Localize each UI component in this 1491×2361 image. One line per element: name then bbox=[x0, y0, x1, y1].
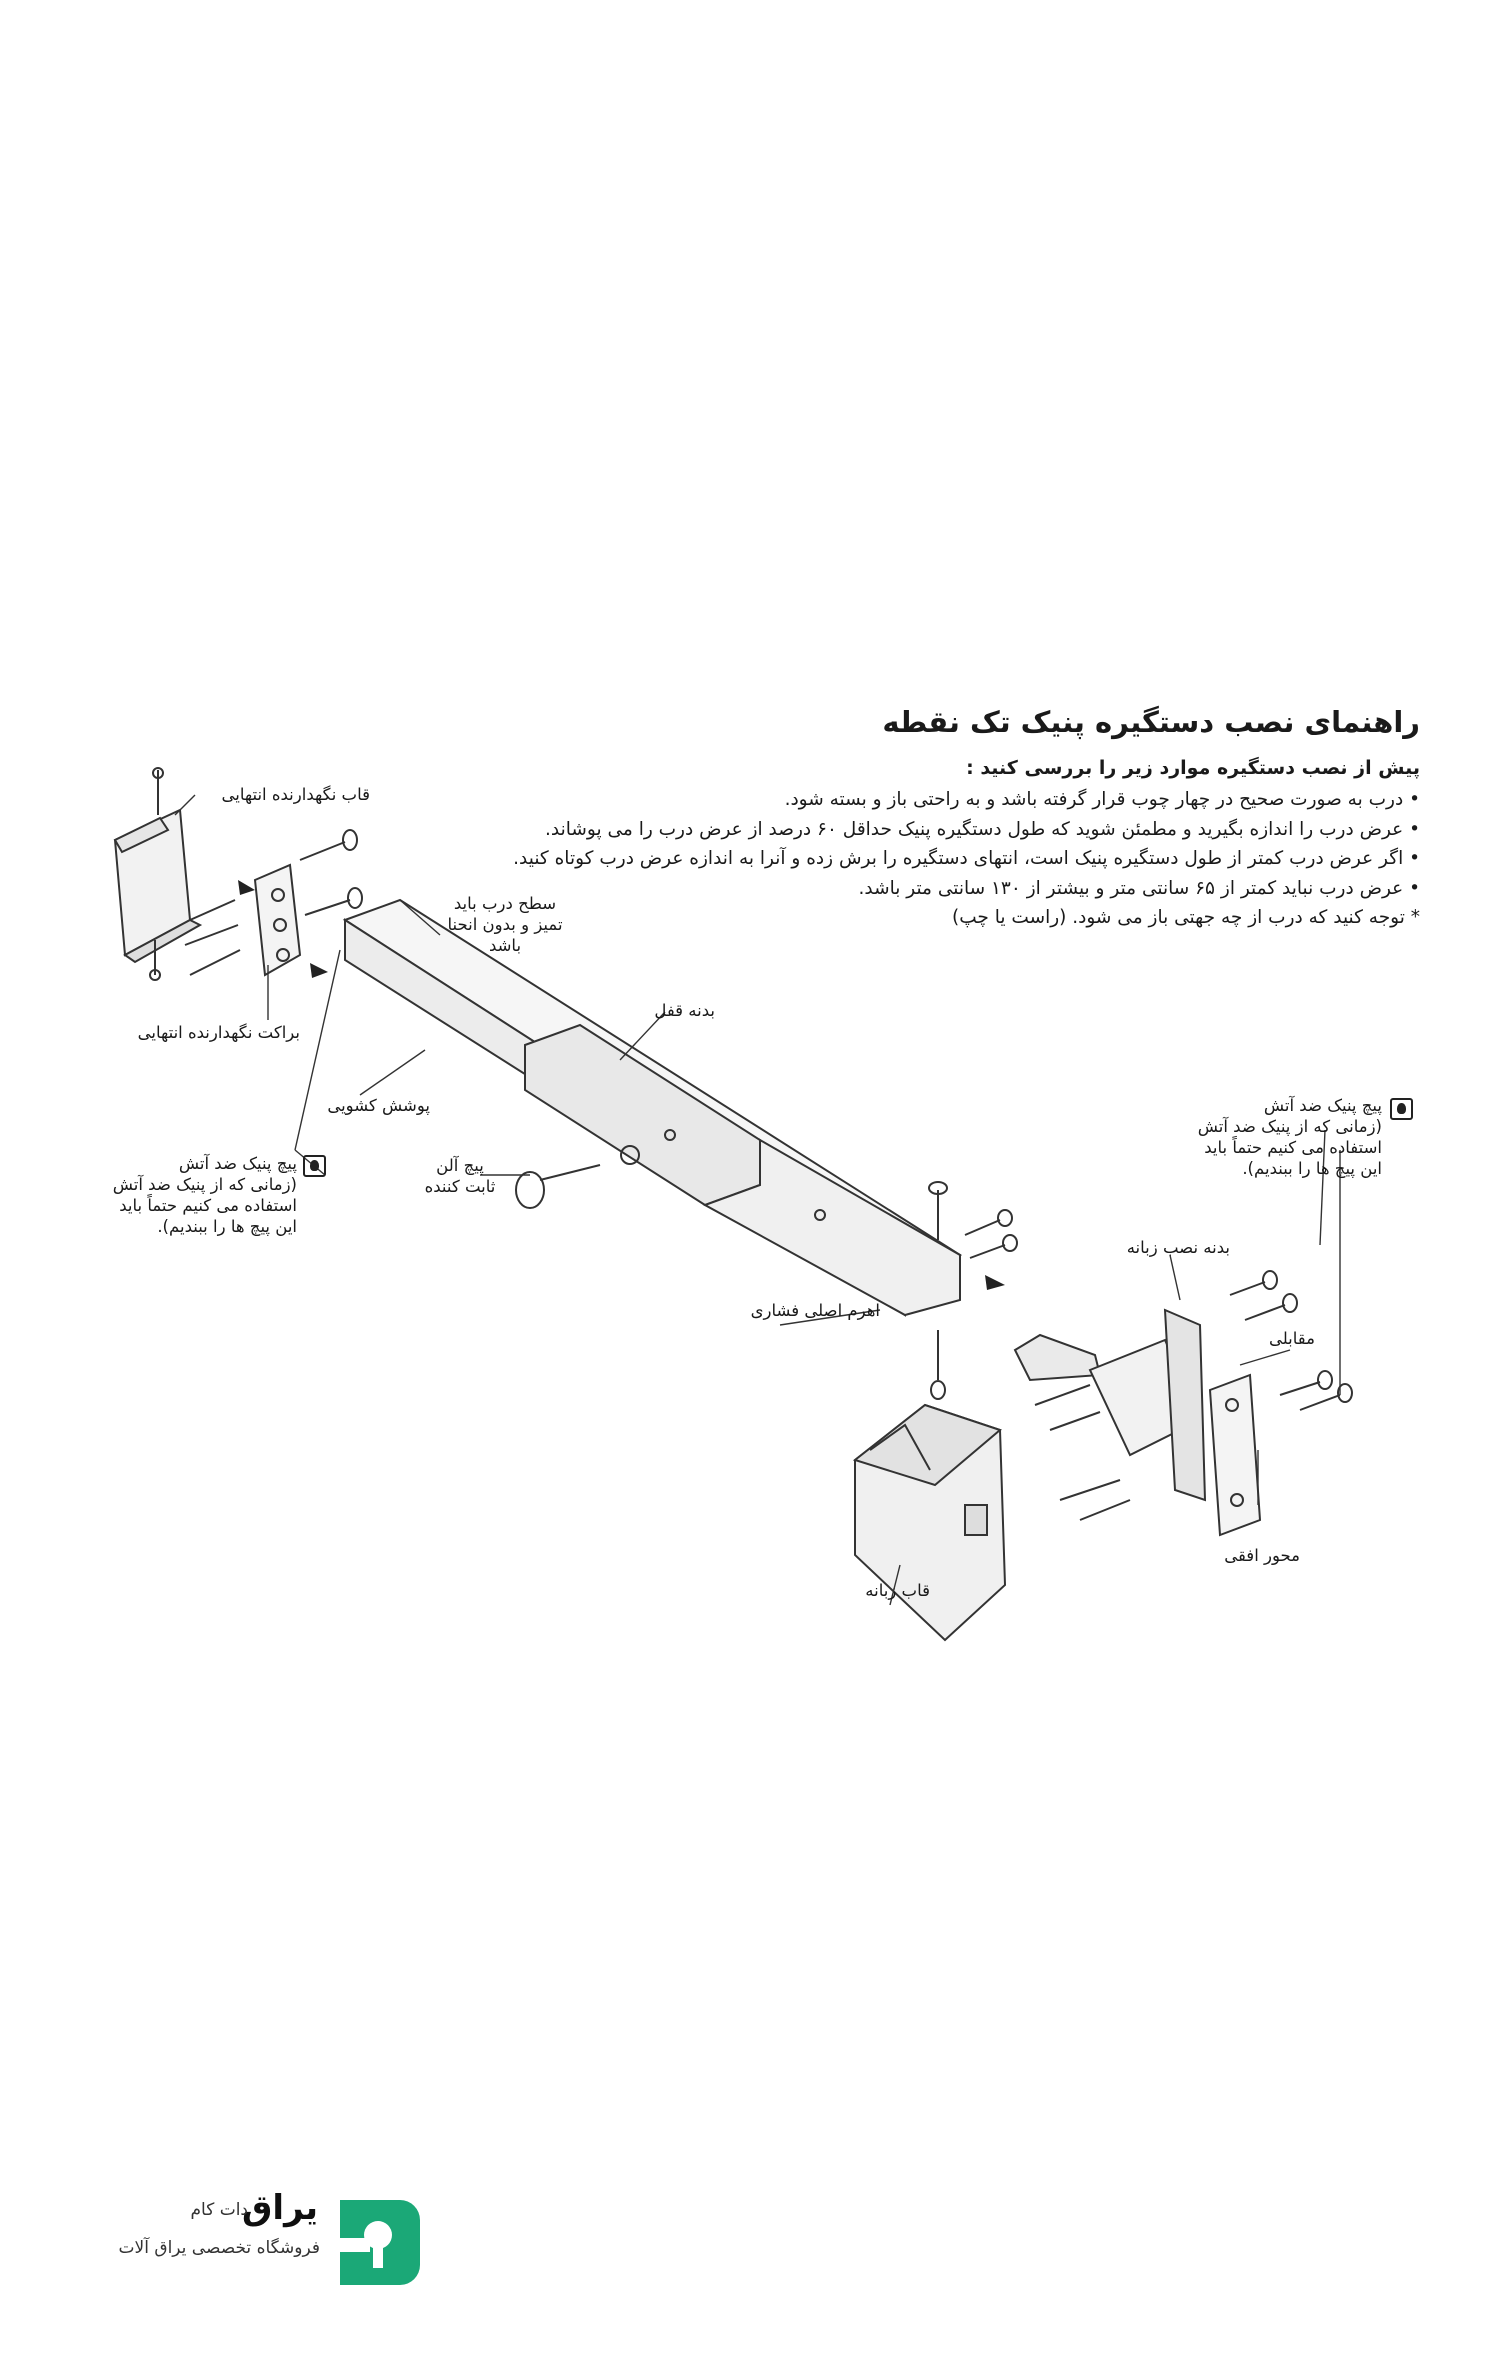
fire-note-right: پیچ پنیک ضد آتش (زمانی که از پنیک ضد آتش… bbox=[1197, 1096, 1382, 1178]
label-slide-cover: پوشش کشویی bbox=[327, 1096, 430, 1115]
label-lock-body: بدنه قفل bbox=[654, 1001, 715, 1020]
instruction-list: • درب به صورت صحیح در چهار چوب قرار گرفت… bbox=[480, 785, 1420, 933]
brand-tagline: فروشگاه تخصصی یراق آلات bbox=[118, 2238, 320, 2258]
label-end-cap: قاب نگهدارنده انتهایی bbox=[221, 785, 371, 804]
leader-lines bbox=[174, 794, 1341, 1606]
label-end-bracket: براکت نگهدارنده انتهایی bbox=[137, 1023, 300, 1042]
brand-logo-icon bbox=[340, 2200, 420, 2285]
end-cap-drawing bbox=[113, 767, 203, 981]
label-door-surface: سطح درب باید تمیز و بدون انحنا باشد bbox=[447, 894, 563, 955]
bar-end-screws bbox=[928, 1181, 1018, 1400]
fire-icon bbox=[1390, 1098, 1413, 1120]
instruction-item: • عرض درب را اندازه بگیرید و مطمئن شوید … bbox=[545, 818, 1420, 840]
label-strike: مقابلی bbox=[1268, 1329, 1315, 1348]
latch-mechanism-drawing bbox=[1013, 1270, 1353, 1537]
fire-note-left: پیچ پنیک ضد آتش (زمانی که از پنیک ضد آتش… bbox=[112, 1154, 297, 1236]
label-allen-screw: پیچ آلن ثابت کننده bbox=[424, 1156, 496, 1196]
fire-icon bbox=[303, 1155, 326, 1177]
brand-suffix: دات کام bbox=[190, 2200, 249, 2220]
instruction-item: • اگر عرض درب کمتر از طول دستگیره پنیک ا… bbox=[513, 848, 1420, 869]
latch-cover-drawing bbox=[852, 1403, 1007, 1642]
label-latch-mount-body: بدنه نصب زبانه bbox=[1126, 1238, 1230, 1257]
instruction-item: * توجه کنید که درب از چه جهتی باز می شود… bbox=[952, 907, 1420, 928]
allen-key-drawing bbox=[515, 1164, 601, 1209]
document-title: راهنمای نصب دستگیره پنیک تک نقطه bbox=[882, 705, 1420, 739]
instruction-item: • درب به صورت صحیح در چهار چوب قرار گرفت… bbox=[784, 789, 1420, 810]
label-horizontal-axis: محور افقی bbox=[1224, 1546, 1300, 1565]
label-main-push-lever: اهرم اصلی فشاری bbox=[750, 1301, 880, 1320]
label-latch-cover: قاب زبانه bbox=[865, 1581, 930, 1600]
brand-name: یراق bbox=[242, 2188, 318, 2228]
panic-bar-drawing bbox=[342, 898, 963, 1317]
end-bracket-drawing bbox=[184, 829, 363, 977]
document-intro: پیش از نصب دستگیره موارد زیر را بررسی کن… bbox=[966, 757, 1420, 779]
arrows bbox=[238, 880, 1005, 1290]
instruction-item: • عرض درب نباید کمتر از ۶۵ سانتی متر و ب… bbox=[858, 877, 1420, 899]
